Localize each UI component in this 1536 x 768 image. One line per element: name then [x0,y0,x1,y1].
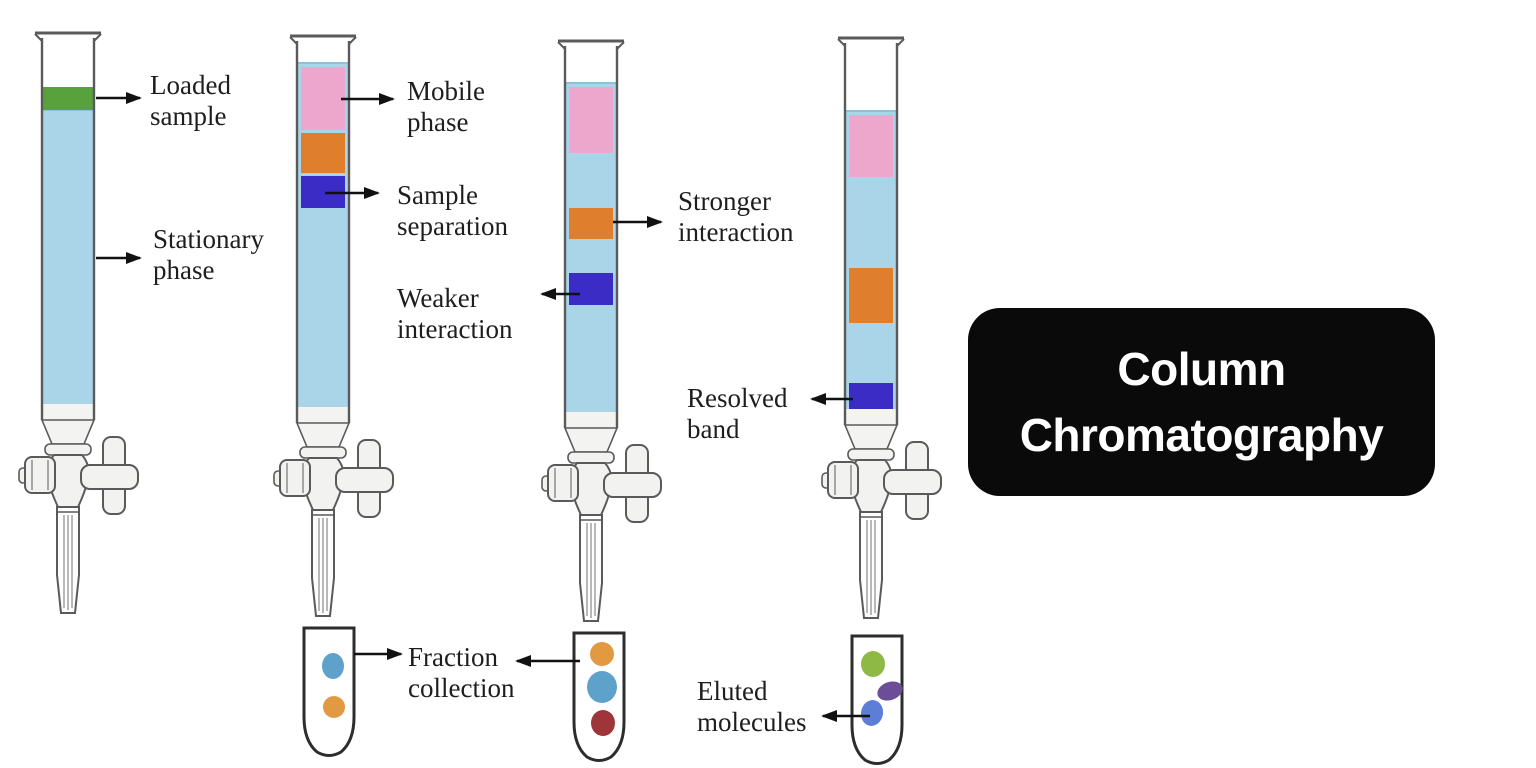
sample-band [849,383,893,412]
eluted-fraction-dot [322,653,344,679]
eluted-fraction-dot [587,671,617,703]
eluted-fraction-dot [591,710,615,736]
column-stage-1-loading [18,31,140,615]
sample-band [569,208,613,239]
label-eluted-molecules: Eluted molecules [697,676,807,737]
collection-tube-3 [850,634,904,765]
sample-band [569,273,613,305]
sample-band [301,67,345,130]
label-resolved-band: Resolved band [687,383,788,444]
collection-tube-1 [302,626,356,757]
sample-band [849,115,893,177]
sample-band [301,133,345,173]
sample-band [569,87,613,153]
column-stage-3-elution [541,39,663,623]
title-line-1: Column [1117,343,1286,395]
title-box: Column Chromatography [968,308,1435,496]
eluted-fraction-dot [590,642,614,666]
label-weaker-interaction: Weaker interaction [397,283,513,344]
sample-band [849,268,893,323]
label-stronger-interaction: Stronger interaction [678,186,794,247]
collection-tube-2 [572,631,626,762]
label-loaded-sample: Loaded sample [150,70,231,131]
label-fraction-collection: Fraction collection [408,642,515,703]
column-stage-4-resolved [821,36,943,620]
sample-band [301,176,345,208]
eluted-fraction-dot [877,681,903,701]
label-mobile-phase: Mobile phase [407,76,485,137]
sample-band [43,87,93,110]
label-stationary-phase: Stationary phase [153,224,264,285]
title-line-2: Chromatography [1019,409,1384,461]
eluted-fraction-dot [323,696,345,718]
eluted-fraction-dot [861,651,885,677]
column-stage-2-separation [273,34,395,618]
eluted-fraction-dot [860,700,884,726]
label-sample-separation: Sample separation [397,180,508,241]
